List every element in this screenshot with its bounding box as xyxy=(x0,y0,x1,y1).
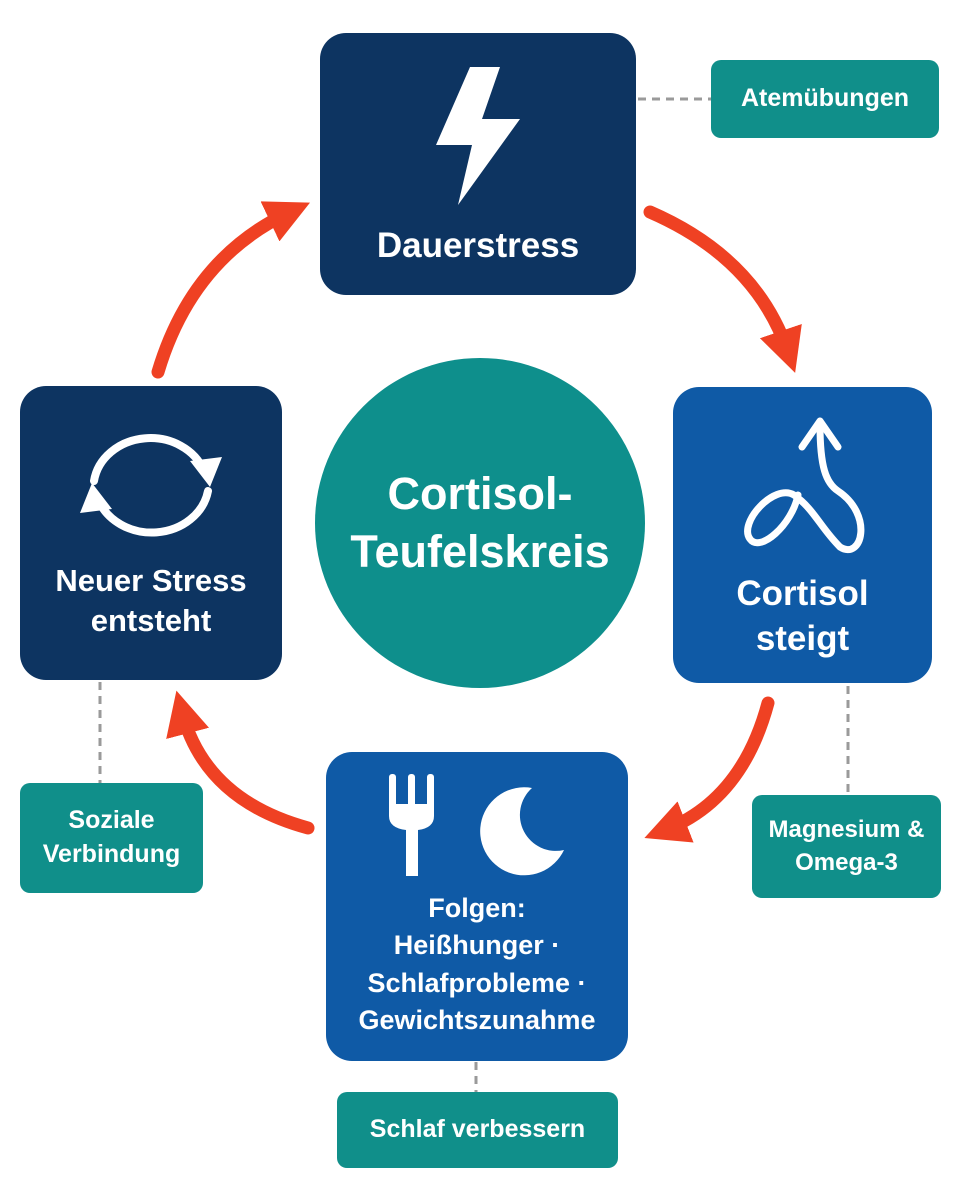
node-bottom-line1: Folgen: xyxy=(428,893,526,923)
tip-bottom-label: Schlaf verbessern xyxy=(369,1115,586,1144)
node-bottom-line2: Heißhunger · xyxy=(393,930,561,961)
lightning-icon xyxy=(436,67,520,206)
tip-atemuebungen: Atemübungen xyxy=(711,60,939,138)
rising-arrow-icon xyxy=(738,415,868,565)
node-folgen: Folgen: Heißhunger · Schlafprobleme · Ge… xyxy=(326,752,628,1061)
node-bottom-line3: Schlafprobleme · xyxy=(367,967,587,998)
fork-icon xyxy=(388,774,436,876)
tip-right-line1: Magnesium & xyxy=(768,816,925,844)
node-right-line2: steigt xyxy=(755,619,850,658)
node-neuer-stress: Neuer Stress entsteht xyxy=(20,386,282,680)
cycle-arrows-icon xyxy=(76,425,226,545)
tip-soziale-verbindung: Soziale Verbindung xyxy=(20,783,203,893)
center-title-circle: Cortisol- Teufelskreis xyxy=(315,358,645,688)
tip-right-line2: Omega-3 xyxy=(795,848,898,876)
center-title-line2: Teufelskreis xyxy=(350,526,610,577)
node-top-label: Dauerstress xyxy=(376,226,580,266)
moon-icon xyxy=(476,786,566,876)
arrow-top-to-right xyxy=(643,205,802,373)
tip-schlaf-verbessern: Schlaf verbessern xyxy=(337,1092,618,1168)
tip-top-label: Atemübungen xyxy=(740,84,910,113)
tip-left-line2: Verbindung xyxy=(42,840,181,868)
tip-magnesium-omega: Magnesium & Omega-3 xyxy=(752,795,941,898)
arrow-right-to-bottom xyxy=(644,696,775,843)
tip-left-line1: Soziale xyxy=(68,806,155,835)
center-title-line1: Cortisol- xyxy=(387,468,573,520)
node-cortisol-steigt: Cortisol steigt xyxy=(673,387,932,683)
node-dauerstress: Dauerstress xyxy=(320,33,636,295)
node-bottom-line4: Gewichtszunahme xyxy=(358,1004,596,1035)
arrow-left-to-top xyxy=(151,201,311,379)
node-right-line1: Cortisol xyxy=(736,573,869,613)
node-left-line1: Neuer Stress xyxy=(55,562,247,598)
arrow-bottom-to-left xyxy=(166,690,315,835)
node-left-line2: entsteht xyxy=(90,603,212,638)
